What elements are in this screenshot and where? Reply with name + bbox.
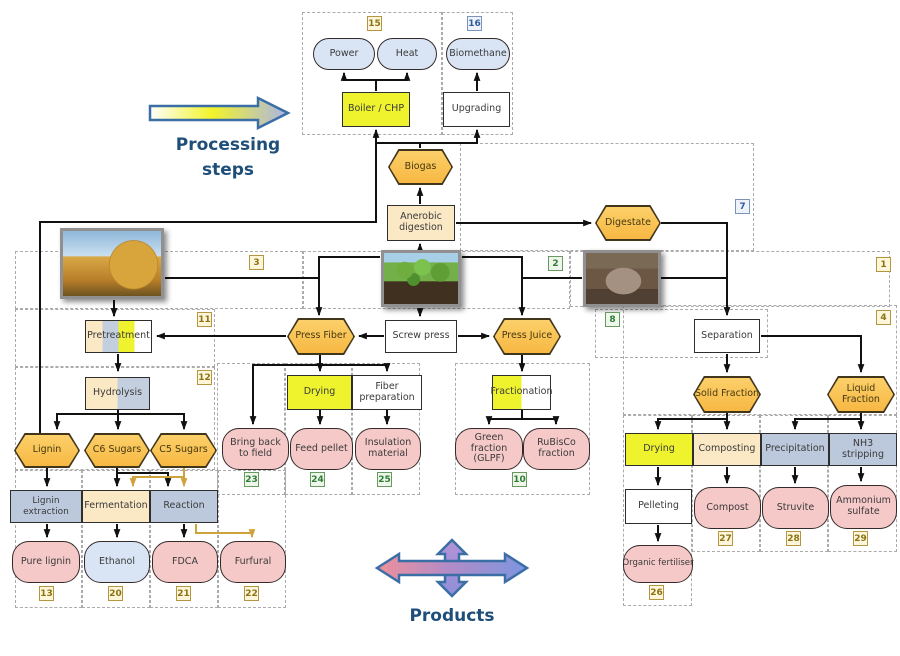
tag-11: 11 bbox=[197, 312, 212, 327]
tag-10: 10 bbox=[512, 472, 527, 487]
tag-23: 23 bbox=[244, 472, 259, 487]
biogas-node: Biogas bbox=[388, 149, 453, 185]
pretreatment-node: Pretreatment bbox=[85, 320, 152, 353]
fdca-node: FDCA bbox=[152, 541, 218, 583]
feed-pellet-node: Feed pellet bbox=[290, 428, 353, 470]
insulation-material-node: Insulation material bbox=[355, 428, 421, 470]
tag-29: 29 bbox=[853, 531, 868, 546]
press-fiber-node: Press Fiber bbox=[287, 318, 355, 355]
drying-fiber-node: Drying bbox=[287, 375, 352, 410]
group-cell-22 bbox=[218, 470, 286, 608]
tag-28: 28 bbox=[786, 531, 801, 546]
rubisco-fraction-node: RuBisCo fraction bbox=[523, 428, 590, 470]
tag-20: 20 bbox=[108, 586, 123, 601]
pelleting-node: Pelleting bbox=[625, 489, 692, 524]
tag-24: 24 bbox=[310, 472, 325, 487]
reaction-node: Reaction bbox=[150, 490, 218, 523]
ammonium-sulfate-node: Ammonium sulfate bbox=[830, 485, 897, 529]
furfural-node: Furfural bbox=[220, 541, 286, 583]
tag-13: 13 bbox=[39, 586, 54, 601]
products-cross-arrow bbox=[374, 538, 530, 598]
tag-26: 26 bbox=[649, 585, 664, 600]
tag-22: 22 bbox=[244, 586, 259, 601]
pure-lignin-node: Pure lignin bbox=[12, 541, 80, 583]
tag-8: 8 bbox=[605, 312, 620, 327]
anaerobic-digestion-node: Anerobic digestion bbox=[387, 205, 455, 241]
fractionation-node: Fractionation bbox=[491, 375, 552, 410]
green-fraction-node: Green fraction (GLPF) bbox=[455, 428, 523, 470]
heat-node: Heat bbox=[377, 38, 437, 70]
solid-fraction-node: Solid Fraction bbox=[693, 376, 761, 413]
ethanol-node: Ethanol bbox=[84, 541, 150, 583]
boiler-chp-node: Boiler / CHP bbox=[342, 92, 410, 127]
straw-feedstock-image bbox=[60, 228, 164, 299]
tag-3: 3 bbox=[249, 255, 264, 270]
processing-steps-arrow bbox=[148, 95, 291, 131]
tag-16: 16 bbox=[467, 16, 482, 31]
processing-steps-title: Processing steps bbox=[175, 135, 281, 180]
tag-25: 25 bbox=[377, 472, 392, 487]
tag-21: 21 bbox=[176, 586, 191, 601]
compost-node: Compost bbox=[694, 487, 761, 529]
tag-2: 2 bbox=[548, 256, 563, 271]
lignin-extraction-node: Lignin extraction bbox=[10, 490, 82, 523]
digestate-node: Digestate bbox=[595, 205, 661, 241]
struvite-node: Struvite bbox=[762, 487, 829, 529]
group-box-1 bbox=[570, 251, 890, 307]
fiber-preparation-node: Fiber preparation bbox=[352, 375, 422, 410]
biomethane-node: Biomethane bbox=[446, 38, 510, 70]
drying-solid-node: Drying bbox=[625, 433, 693, 466]
bring-back-to-field-node: Bring back to field bbox=[222, 428, 289, 470]
c5-sugars-node: C5 Sugars bbox=[150, 433, 217, 468]
tag-1: 1 bbox=[876, 257, 891, 272]
organic-fertiliser-node: Organic fertiliser bbox=[622, 545, 694, 583]
lignin-node: Lignin bbox=[14, 433, 80, 468]
tag-27: 27 bbox=[718, 531, 733, 546]
composting-node: Composting bbox=[693, 433, 761, 466]
group-cell-29 bbox=[828, 415, 897, 552]
screw-press-node: Screw press bbox=[385, 320, 457, 353]
tag-15: 15 bbox=[367, 16, 382, 31]
tag-7: 7 bbox=[735, 199, 750, 214]
press-juice-node: Press Juice bbox=[493, 318, 561, 355]
group-cell-28 bbox=[760, 415, 828, 552]
separation-node: Separation bbox=[694, 319, 760, 353]
c6-sugars-node: C6 Sugars bbox=[84, 433, 150, 468]
tag-4: 4 bbox=[876, 310, 891, 325]
hydrolysis-node: Hydrolysis bbox=[85, 377, 150, 410]
precipitation-node: Precipitation bbox=[761, 433, 829, 466]
tag-12: 12 bbox=[197, 370, 212, 385]
green-crop-feedstock-image bbox=[381, 250, 461, 307]
fermentation-node: Fermentation bbox=[82, 490, 150, 523]
group-box-4 bbox=[623, 305, 897, 415]
upgrading-node: Upgrading bbox=[443, 92, 510, 127]
pig-manure-feedstock-image bbox=[583, 250, 661, 307]
products-title: Products bbox=[409, 606, 495, 626]
group-cell-13 bbox=[15, 470, 82, 608]
nh3-stripping-node: NH3 stripping bbox=[829, 433, 897, 466]
liquid-fraction-node: Liquid Fraction bbox=[827, 376, 895, 413]
power-node: Power bbox=[313, 38, 375, 70]
